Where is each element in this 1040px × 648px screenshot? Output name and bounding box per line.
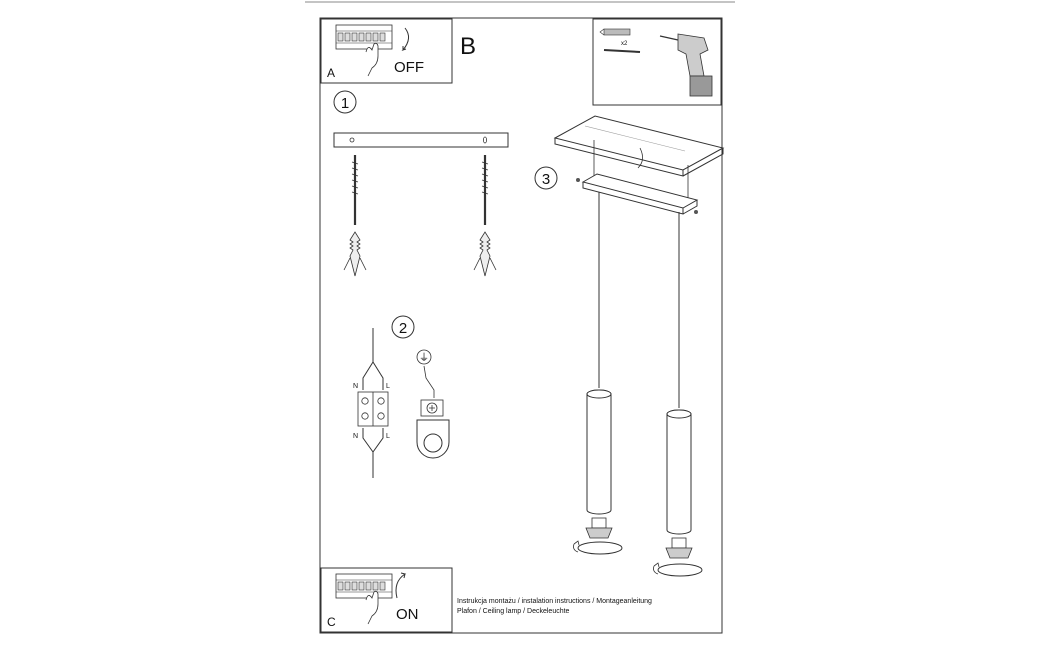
anchor-count: x2 (621, 41, 628, 47)
screw-icon (351, 155, 359, 225)
earth-icon: ⏚ (416, 349, 432, 365)
rotate-arrow-icon (653, 562, 660, 575)
circuit-breaker-icon (335, 573, 393, 599)
bulb-icon (665, 537, 693, 559)
mounting-plate (333, 132, 509, 148)
panel-a: A OFF (320, 18, 453, 84)
pendant-lamp-left (573, 389, 623, 555)
panel-c: C ON (320, 567, 453, 633)
tools-panel: x2 (592, 18, 722, 106)
footer-line-2: Plafon / Ceiling lamp / Deckeleuchte (457, 608, 570, 615)
step-2: 2 N L N L ⏚ (353, 315, 450, 478)
rotate-arrow-icon (573, 540, 580, 553)
step-3-number: 3 (542, 171, 550, 188)
wire-label-n-bottom: N (353, 433, 358, 440)
supply-wires (362, 328, 384, 478)
panel-a-state: OFF (394, 59, 424, 76)
wire-label-n-top: N (353, 383, 358, 390)
arrow-down-icon (401, 27, 409, 52)
circuit-breaker-icon (335, 24, 393, 50)
step-2-number: 2 (399, 320, 407, 337)
earth-symbol: ⏚ (419, 352, 429, 364)
ceiling-plate (553, 115, 725, 177)
terminal-block (357, 391, 389, 427)
footer-line-1: Instrukcja montażu / instalation instruc… (457, 598, 652, 605)
arrow-up-icon (395, 572, 407, 599)
canopy-bar (576, 173, 699, 215)
step-3: 3 (534, 115, 725, 577)
drill-icon (659, 33, 713, 97)
hand-icon (365, 42, 379, 77)
panel-c-state: ON (396, 606, 419, 623)
sheet-frame (319, 17, 723, 634)
panel-a-letter: A (327, 66, 335, 80)
panel-c-letter: C (327, 615, 336, 629)
panel-b-letter: B (460, 33, 476, 60)
step-1-number: 1 (341, 95, 349, 112)
glass-ring (657, 563, 703, 577)
wall-plug-icon (599, 28, 631, 36)
glass-ring (577, 541, 623, 555)
bulb-icon (585, 517, 613, 539)
pendant-lamp-right (653, 409, 703, 577)
wire-label-l-bottom: L (386, 433, 390, 440)
wire-label-l-top: L (386, 383, 390, 390)
earth-terminal (416, 399, 450, 459)
hand-icon (365, 590, 379, 625)
wall-plug-icon (473, 231, 497, 277)
screw-icon (603, 49, 641, 53)
step-1: 1 (333, 90, 509, 277)
earth-wire (423, 365, 435, 398)
wall-plug-icon (343, 231, 367, 277)
screw-icon (481, 155, 489, 225)
